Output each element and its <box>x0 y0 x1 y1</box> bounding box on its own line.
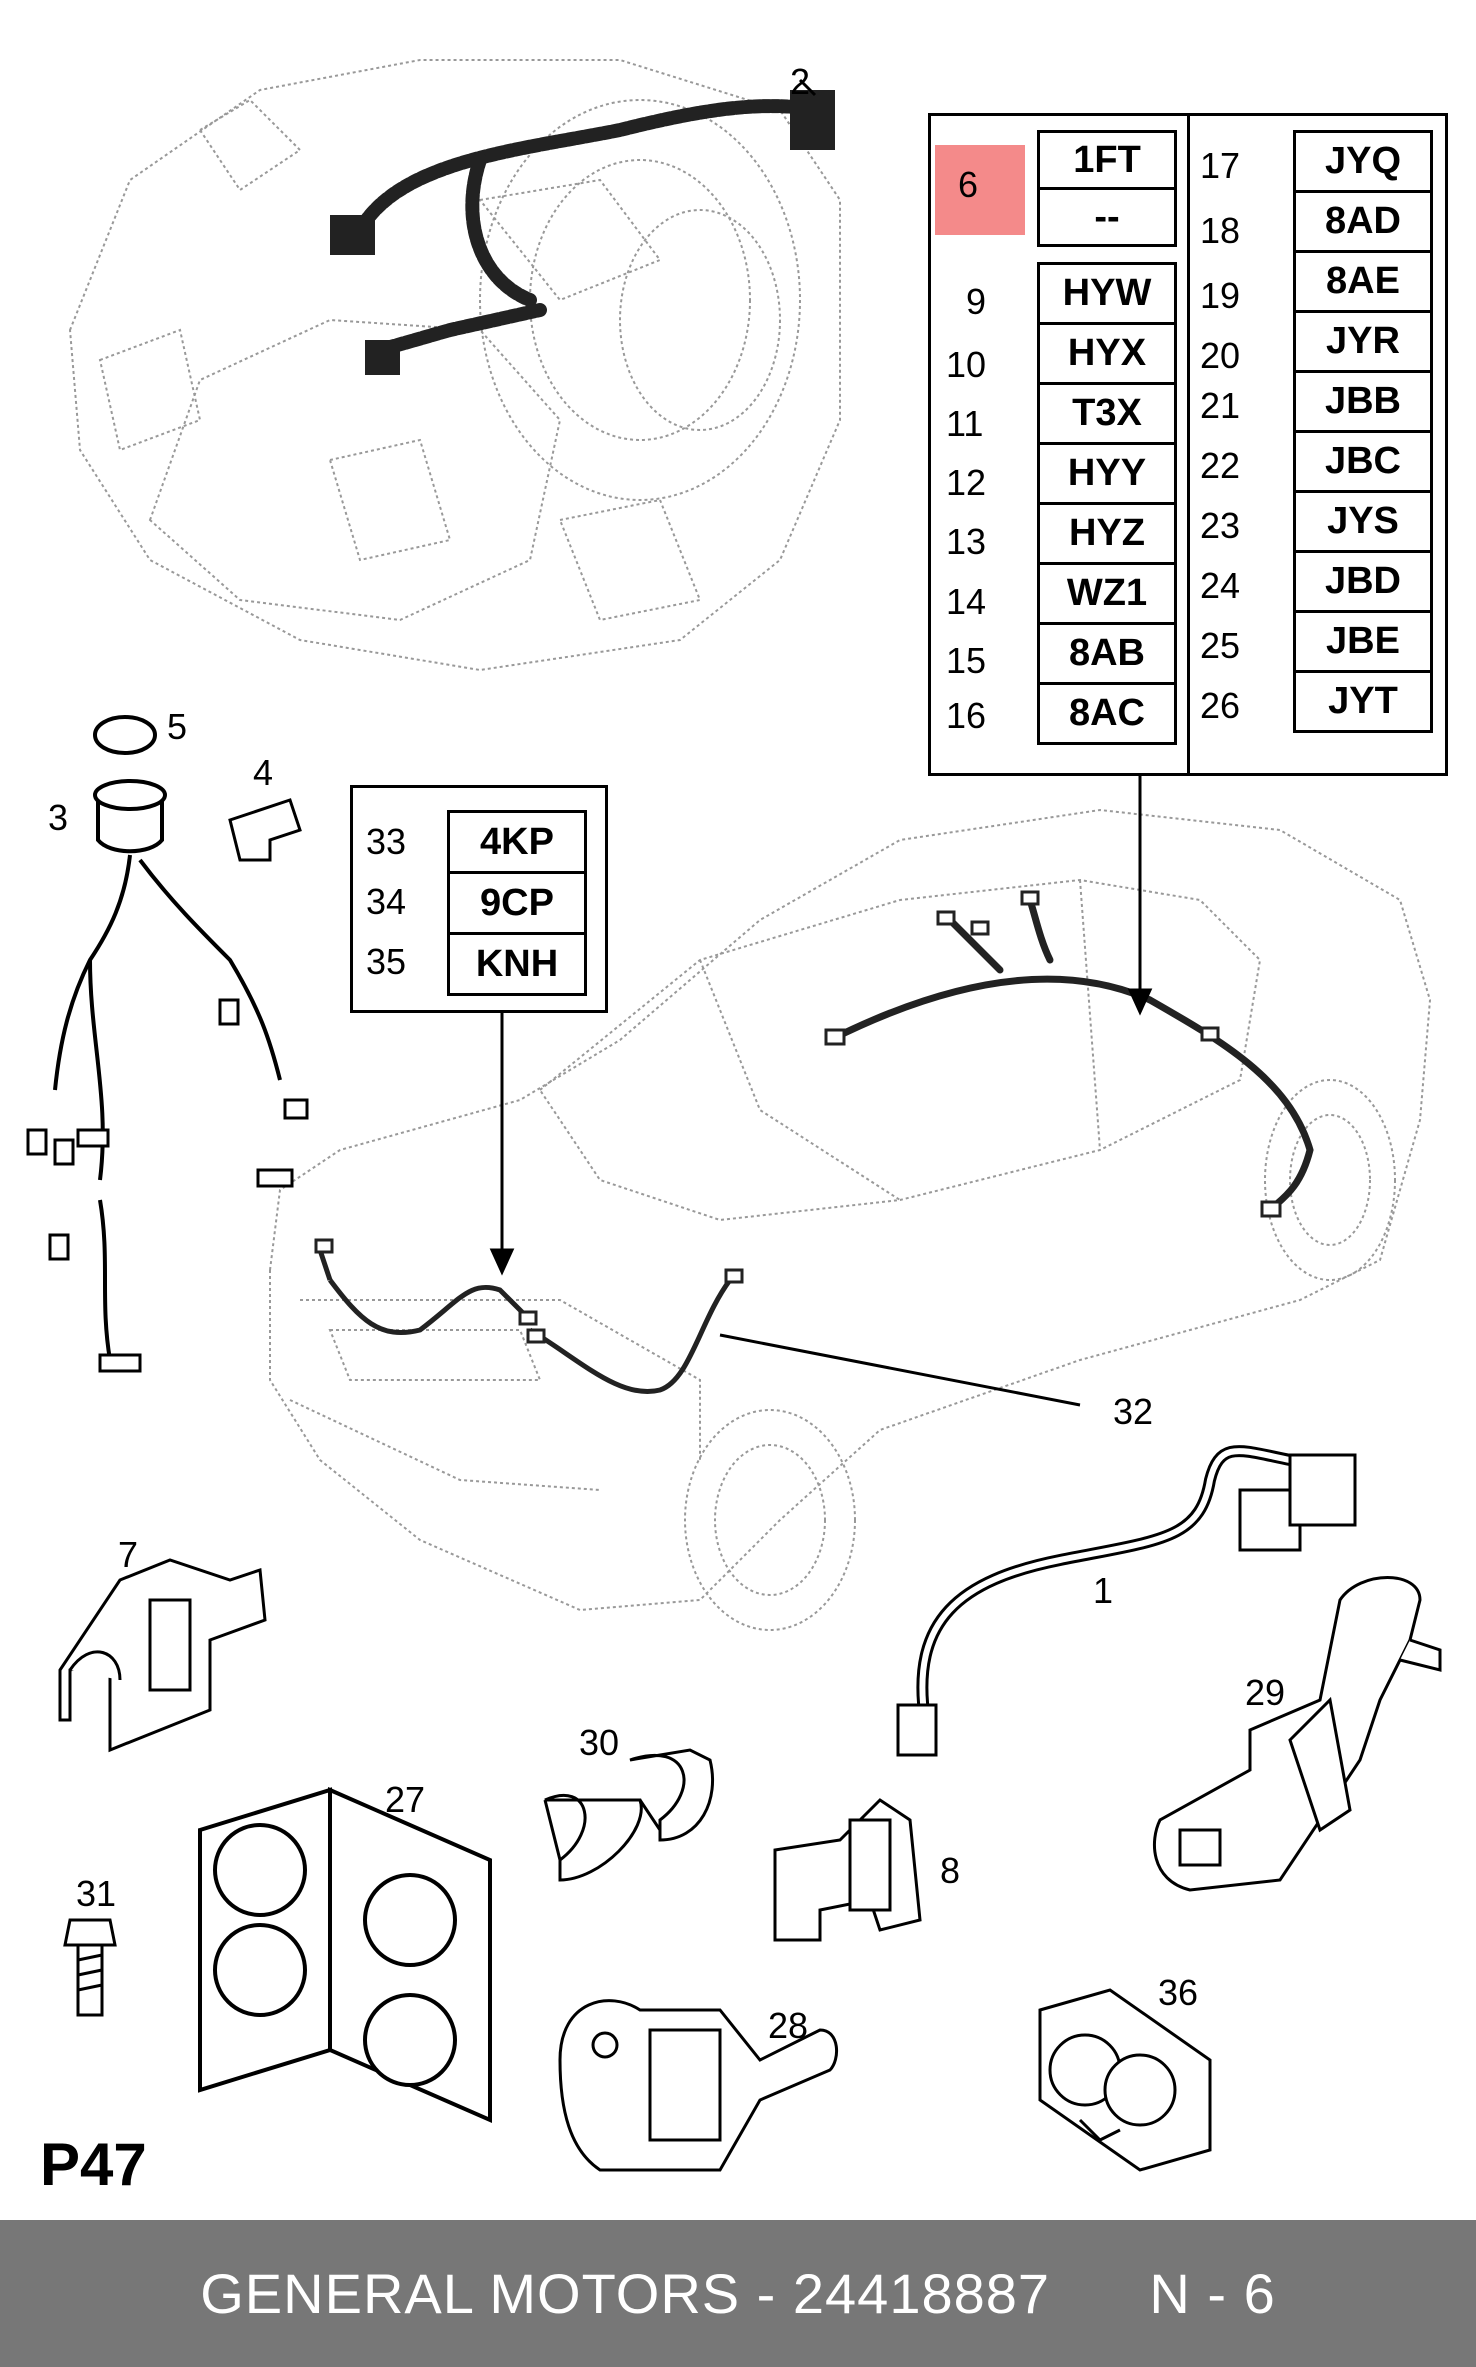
callout-30: 30 <box>579 1722 620 1763</box>
callout-31: 31 <box>76 1873 117 1914</box>
car-body-drawing <box>269 808 1432 1631</box>
code-dash: -- <box>1037 187 1177 247</box>
callout-1: 1 <box>1093 1570 1114 1611</box>
code-knh: KNH <box>447 932 587 996</box>
row-num-10: 10 <box>946 344 987 385</box>
harness-connector-a <box>330 215 375 255</box>
footer-bar: GENERAL MOTORS - 24418887 N - 6 <box>0 2220 1476 2367</box>
callout-32: 32 <box>1113 1391 1154 1432</box>
bracket-29-drawing <box>1153 1576 1442 1892</box>
code-hyw: HYW <box>1037 262 1177 325</box>
row-num-15: 15 <box>946 640 987 681</box>
front-harness-32 <box>317 1249 733 1394</box>
callout-2: 2 <box>790 61 811 102</box>
callout-8: 8 <box>940 1850 961 1891</box>
code-hyz: HYZ <box>1037 502 1177 565</box>
highlight-marker <box>935 145 1025 235</box>
code-9cp: 9CP <box>447 871 587 935</box>
code-1ft: 1FT <box>1037 130 1177 190</box>
code-4kp: 4KP <box>447 810 587 874</box>
transmission-drawing <box>68 59 841 672</box>
row-num-24: 24 <box>1200 565 1241 606</box>
row-num-16: 16 <box>946 695 987 736</box>
row-num-22: 22 <box>1200 445 1241 486</box>
row-num-21: 21 <box>1200 385 1241 426</box>
code-jbb: JBB <box>1293 370 1433 433</box>
code-8ac: 8AC <box>1037 682 1177 745</box>
callout-3: 3 <box>48 797 69 838</box>
row-num-25: 25 <box>1200 625 1241 666</box>
row-num-34: 34 <box>366 881 407 922</box>
o-ring-drawing <box>93 715 157 755</box>
code-jyq: JYQ <box>1293 130 1433 193</box>
row-num-11: 11 <box>946 403 984 444</box>
table-divider <box>1187 113 1190 776</box>
code-jbc: JBC <box>1293 430 1433 493</box>
row-num-6: 6 <box>958 164 979 205</box>
row-num-13: 13 <box>946 521 987 562</box>
code-hyx: HYX <box>1037 322 1177 385</box>
row-num-26: 26 <box>1200 685 1241 726</box>
code-hyy: HYY <box>1037 442 1177 505</box>
callout-27: 27 <box>385 1779 426 1820</box>
row-num-17: 17 <box>1200 145 1241 186</box>
clip-4-drawing <box>228 798 302 862</box>
code-jbe: JBE <box>1293 610 1433 673</box>
clip-8-drawing <box>773 1798 922 1942</box>
harness-connector-b <box>790 90 835 150</box>
callout-4: 4 <box>253 752 274 793</box>
clip-7-drawing <box>58 1558 267 1753</box>
callout-29: 29 <box>1245 1672 1286 1713</box>
callout-7: 7 <box>118 1534 139 1575</box>
row-num-9: 9 <box>966 281 987 322</box>
callout-36: 36 <box>1158 1972 1199 2013</box>
code-jyt: JYT <box>1293 670 1433 733</box>
code-8ab: 8AB <box>1037 622 1177 685</box>
row-num-12: 12 <box>946 462 987 503</box>
leader-lines <box>489 78 1153 1407</box>
callout-28: 28 <box>768 2005 809 2046</box>
bracket-27-drawing <box>198 1786 492 2124</box>
bolt-31-drawing <box>63 1918 117 2017</box>
sensor-cable-drawing <box>896 1445 1357 1757</box>
bracket-28-drawing <box>558 1999 839 2172</box>
row-num-14: 14 <box>946 581 987 622</box>
footer-text: GENERAL MOTORS - 24418887 N - 6 <box>200 2262 1276 2325</box>
row-num-18: 18 <box>1200 210 1241 251</box>
bracket-36-drawing <box>1038 1988 1212 2172</box>
code-wz1: WZ1 <box>1037 562 1177 625</box>
code-8ad: 8AD <box>1293 190 1433 253</box>
code-jys: JYS <box>1293 490 1433 553</box>
page-code: P47 <box>40 2131 147 2198</box>
code-jbd: JBD <box>1293 550 1433 613</box>
roof-harness <box>826 896 1314 1214</box>
code-8ae: 8AE <box>1293 250 1433 313</box>
callout-5: 5 <box>167 706 188 747</box>
row-num-23: 23 <box>1200 505 1241 546</box>
harness-connector-c <box>365 340 400 375</box>
clip-30-drawing <box>543 1748 715 1882</box>
code-jyr: JYR <box>1293 310 1433 373</box>
row-num-19: 19 <box>1200 275 1241 316</box>
transmission-harness <box>353 99 827 357</box>
small-harness-drawing <box>53 779 282 1361</box>
row-num-20: 20 <box>1200 335 1241 376</box>
row-num-33: 33 <box>366 821 407 862</box>
code-t3x: T3X <box>1037 382 1177 445</box>
row-num-35: 35 <box>366 941 407 982</box>
